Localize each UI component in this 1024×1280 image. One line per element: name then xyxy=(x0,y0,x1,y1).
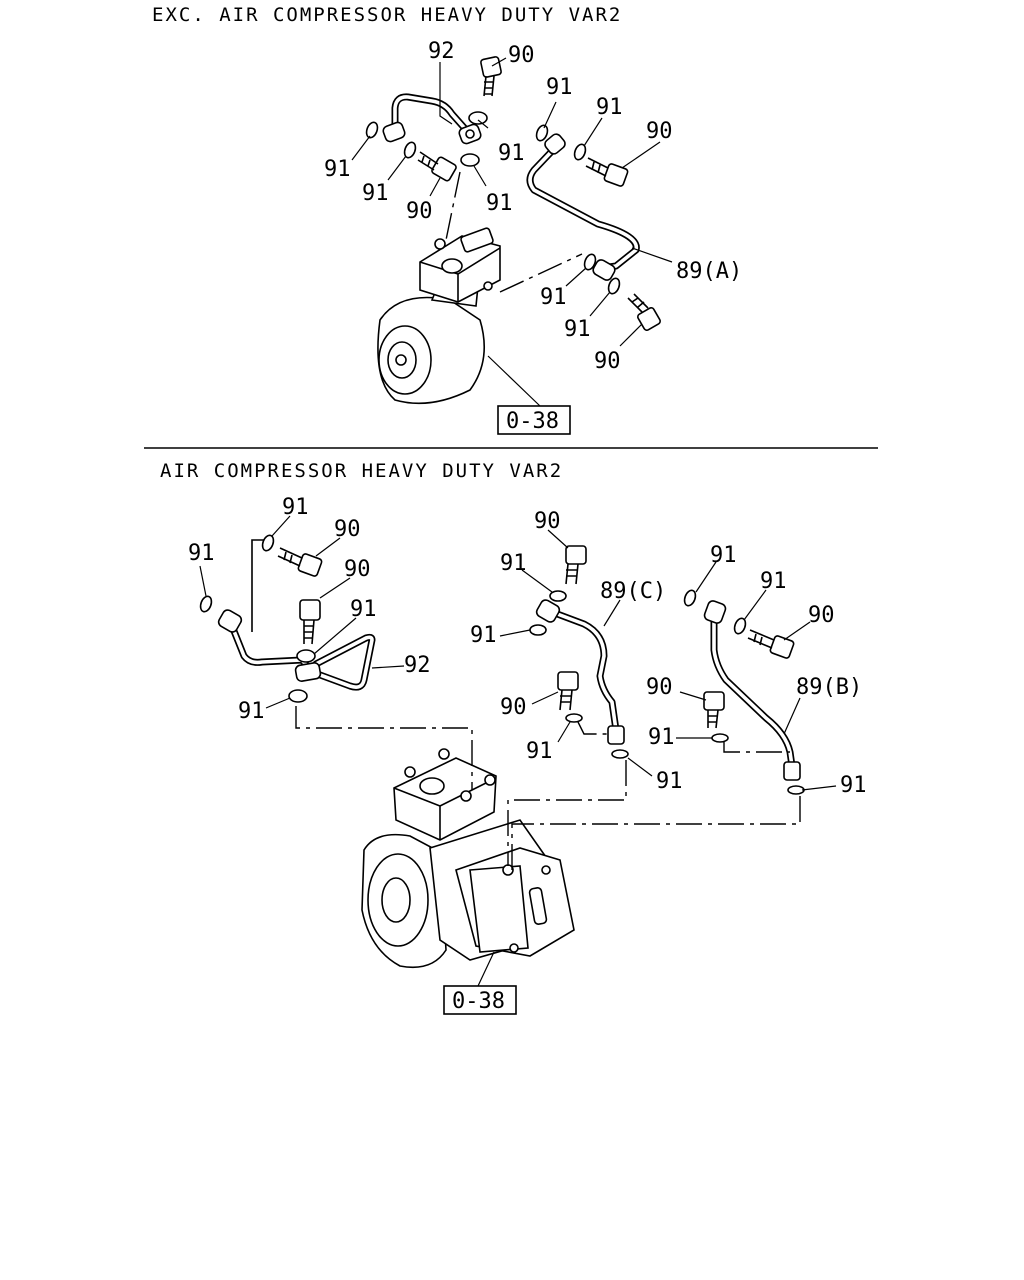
callout-90: 90 xyxy=(646,675,673,700)
bottom-leaders xyxy=(199,515,837,987)
callout-91: 91 xyxy=(470,623,497,648)
callout-90: 90 xyxy=(646,119,673,144)
callout-90: 90 xyxy=(508,43,535,68)
callout-91: 91 xyxy=(500,551,527,576)
bolt-90-bottom-a xyxy=(277,547,323,577)
reference-box-top: 0-38 xyxy=(497,405,571,435)
callout-89c: 89(C) xyxy=(600,579,666,604)
callout-92: 92 xyxy=(428,39,455,64)
callout-91: 91 xyxy=(760,569,787,594)
air-compressor-top xyxy=(377,227,501,405)
reference-label: 0-38 xyxy=(506,409,559,434)
pipe-92-bottom xyxy=(217,609,376,691)
bottom-connection-left xyxy=(295,706,473,790)
callout-91: 91 xyxy=(526,739,553,764)
callout-92: 92 xyxy=(404,653,431,678)
callout-91: 91 xyxy=(324,157,351,182)
bolt-90-top-d xyxy=(627,293,661,331)
callout-89b: 89(B) xyxy=(796,675,862,700)
bottom-connection-b xyxy=(723,742,790,753)
callout-91: 91 xyxy=(648,725,675,750)
pipe-89c xyxy=(535,599,625,745)
top-connection-left xyxy=(445,171,461,241)
callout-90: 90 xyxy=(334,517,361,542)
air-compressor-bottom xyxy=(361,748,575,969)
top-leaders xyxy=(351,57,673,407)
callout-91: 91 xyxy=(564,317,591,342)
callout-91: 91 xyxy=(362,181,389,206)
callout-90: 90 xyxy=(594,349,621,374)
bottom-connection-middle xyxy=(507,760,627,866)
callout-91: 91 xyxy=(596,95,623,120)
top-section: EXC. AIR COMPRESSOR HEAVY DUTY VAR2 xyxy=(152,4,742,435)
callout-91: 91 xyxy=(840,773,867,798)
callout-91: 91 xyxy=(238,699,265,724)
bolt-90-bottom-e xyxy=(747,629,795,659)
callout-91: 91 xyxy=(188,541,215,566)
bottom-section: AIR COMPRESSOR HEAVY DUTY VAR2 xyxy=(160,460,867,1015)
bracket-line xyxy=(251,539,266,632)
callout-90: 90 xyxy=(534,509,561,534)
callout-90: 90 xyxy=(808,603,835,628)
bolt-90-top-b xyxy=(417,151,457,182)
callout-90: 90 xyxy=(344,557,371,582)
callout-91: 91 xyxy=(350,597,377,622)
washers-91-bottom xyxy=(199,534,805,795)
callout-89a: 89(A) xyxy=(676,259,742,284)
bolt-90-bottom-d xyxy=(557,671,579,711)
callout-91: 91 xyxy=(486,191,513,216)
reference-label: 0-38 xyxy=(452,989,505,1014)
callout-91: 91 xyxy=(540,285,567,310)
pipe-92-top xyxy=(382,93,482,145)
pipe-89b xyxy=(703,600,801,781)
callout-91: 91 xyxy=(546,75,573,100)
bolt-90-top-c xyxy=(585,157,629,187)
reference-box-bottom: 0-38 xyxy=(443,985,517,1015)
bottom-connection-c xyxy=(577,721,610,735)
callout-91: 91 xyxy=(282,495,309,520)
bolt-90-bottom-c xyxy=(565,545,587,585)
bottom-section-title: AIR COMPRESSOR HEAVY DUTY VAR2 xyxy=(160,460,563,482)
pipe-89a xyxy=(526,133,640,281)
bolt-90-bottom-b xyxy=(299,599,321,645)
callout-91: 91 xyxy=(498,141,525,166)
top-connection-right xyxy=(499,253,583,293)
bolt-90-bottom-f xyxy=(703,691,725,729)
bolt-90-top-a xyxy=(480,56,502,97)
callout-90: 90 xyxy=(500,695,527,720)
callout-91: 91 xyxy=(710,543,737,568)
callout-91: 91 xyxy=(656,769,683,794)
callout-90: 90 xyxy=(406,199,433,224)
top-section-title: EXC. AIR COMPRESSOR HEAVY DUTY VAR2 xyxy=(152,4,622,26)
bottom-connection-right xyxy=(511,796,801,870)
